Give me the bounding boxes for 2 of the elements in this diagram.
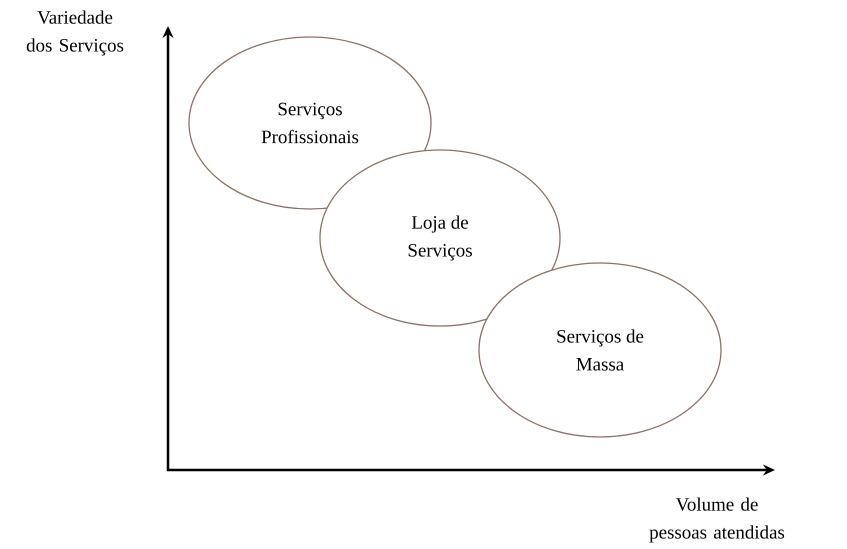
axis-label: Variedade dos Serviços	[26, 10, 124, 56]
axis-label: Volume de pessoas atendidas	[650, 497, 784, 543]
